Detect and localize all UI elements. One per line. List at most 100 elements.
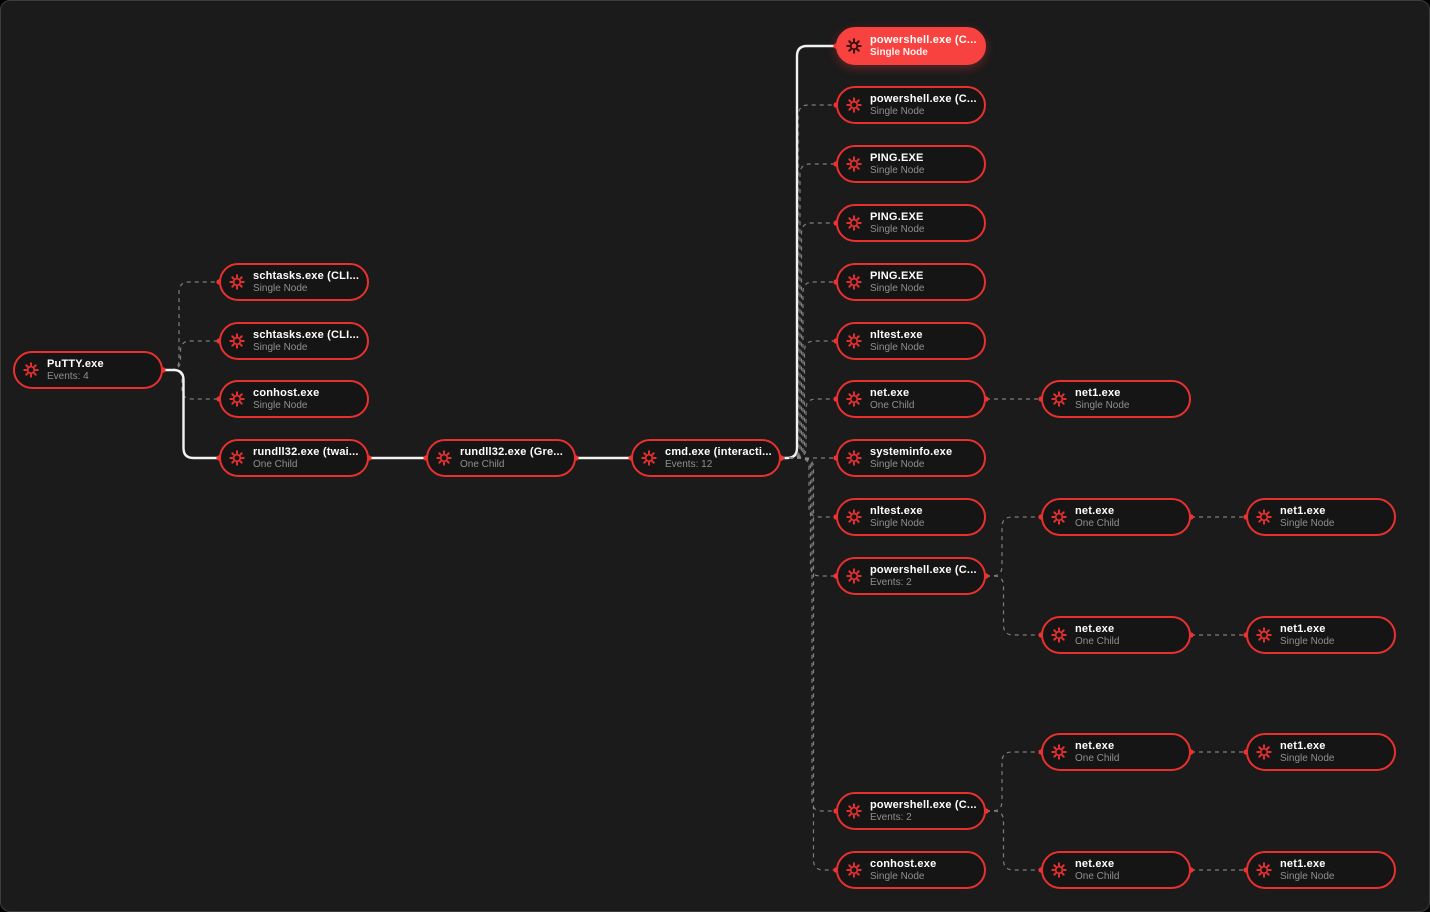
process-name: rundll32.exe (Gre... xyxy=(460,445,564,458)
process-node-ps2[interactable]: powershell.exe (C...Single Node xyxy=(836,86,986,124)
edge-ps4-to-net_e xyxy=(986,810,1041,871)
process-name: PuTTY.exe xyxy=(47,357,104,370)
gear-icon xyxy=(1051,391,1067,407)
process-name: conhost.exe xyxy=(870,857,937,870)
process-labels: cmd.exe (interacti...Events: 12 xyxy=(665,446,772,471)
process-name: nltest.exe xyxy=(870,504,923,517)
process-name: PING.EXE xyxy=(870,210,924,223)
process-subtitle: Single Node xyxy=(1280,752,1335,764)
gear-icon xyxy=(846,38,862,54)
gear-icon xyxy=(846,450,862,466)
process-subtitle: One Child xyxy=(870,399,915,411)
gear-icon xyxy=(846,215,862,231)
process-subtitle: One Child xyxy=(1075,517,1120,529)
process-node-schtasks2[interactable]: schtasks.exe (CLI...Single Node xyxy=(219,322,369,360)
process-labels: powershell.exe (C...Single Node xyxy=(870,93,977,118)
process-subtitle: Single Node xyxy=(870,223,925,235)
gear-icon xyxy=(1256,744,1272,760)
process-node-rundll2[interactable]: rundll32.exe (Gre...One Child xyxy=(426,439,576,477)
process-subtitle: One Child xyxy=(253,458,298,470)
gear-icon xyxy=(1256,509,1272,525)
process-name: powershell.exe (C... xyxy=(870,33,977,46)
process-labels: rundll32.exe (Gre...One Child xyxy=(460,446,563,471)
process-labels: powershell.exe (C...Single Node xyxy=(870,34,977,59)
process-subtitle: Single Node xyxy=(253,341,308,353)
process-node-rundll1[interactable]: rundll32.exe (twai...One Child xyxy=(219,439,369,477)
process-name: rundll32.exe (twai... xyxy=(253,445,359,458)
process-subtitle: Single Node xyxy=(870,164,925,176)
gear-icon xyxy=(229,391,245,407)
process-labels: schtasks.exe (CLI...Single Node xyxy=(253,329,359,354)
gear-icon xyxy=(1256,862,1272,878)
process-name: net1.exe xyxy=(1280,739,1326,752)
edge-cmd-to-net_a xyxy=(781,398,836,459)
process-name: net.exe xyxy=(870,386,910,399)
process-labels: schtasks.exe (CLI...Single Node xyxy=(253,270,359,295)
process-name: cmd.exe (interacti... xyxy=(665,445,772,458)
process-name: schtasks.exe (CLI... xyxy=(253,328,360,341)
gear-icon xyxy=(641,450,657,466)
process-subtitle: One Child xyxy=(1075,752,1120,764)
edge-cmd-to-conhost2 xyxy=(781,457,836,871)
process-subtitle: One Child xyxy=(1075,635,1120,647)
gear-icon xyxy=(229,274,245,290)
process-node-schtasks1[interactable]: schtasks.exe (CLI...Single Node xyxy=(219,263,369,301)
edge-putty-to-rundll1 xyxy=(163,368,219,460)
gear-icon xyxy=(436,450,452,466)
edge-ps3-to-net_c xyxy=(986,575,1041,636)
process-subtitle: Single Node xyxy=(870,282,925,294)
edge-cmd-to-ping1 xyxy=(781,163,836,459)
process-subtitle: Single Node xyxy=(1075,399,1130,411)
process-node-cmd[interactable]: cmd.exe (interacti...Events: 12 xyxy=(631,439,781,477)
process-subtitle: Single Node xyxy=(253,399,308,411)
gear-icon xyxy=(846,333,862,349)
gear-icon xyxy=(846,274,862,290)
process-name: PING.EXE xyxy=(870,269,924,282)
edge-cmd-to-nltest2 xyxy=(781,457,836,518)
process-node-ps4[interactable]: powershell.exe (C...Events: 2 xyxy=(836,792,986,830)
process-node-ps3[interactable]: powershell.exe (C...Events: 2 xyxy=(836,557,986,595)
process-name: powershell.exe (C... xyxy=(870,563,977,576)
edge-cmd-to-ps4 xyxy=(781,457,836,812)
process-name: schtasks.exe (CLI... xyxy=(253,269,360,282)
process-name: net1.exe xyxy=(1280,857,1326,870)
process-name: powershell.exe (C... xyxy=(870,92,977,105)
process-name: net.exe xyxy=(1075,622,1115,635)
process-subtitle: Events: 2 xyxy=(870,576,912,588)
process-subtitle: Single Node xyxy=(870,46,928,58)
process-node-ps_sel[interactable]: powershell.exe (C...Single Node xyxy=(836,27,986,65)
gear-icon xyxy=(846,568,862,584)
edge-cmd-to-ping2 xyxy=(781,222,836,459)
